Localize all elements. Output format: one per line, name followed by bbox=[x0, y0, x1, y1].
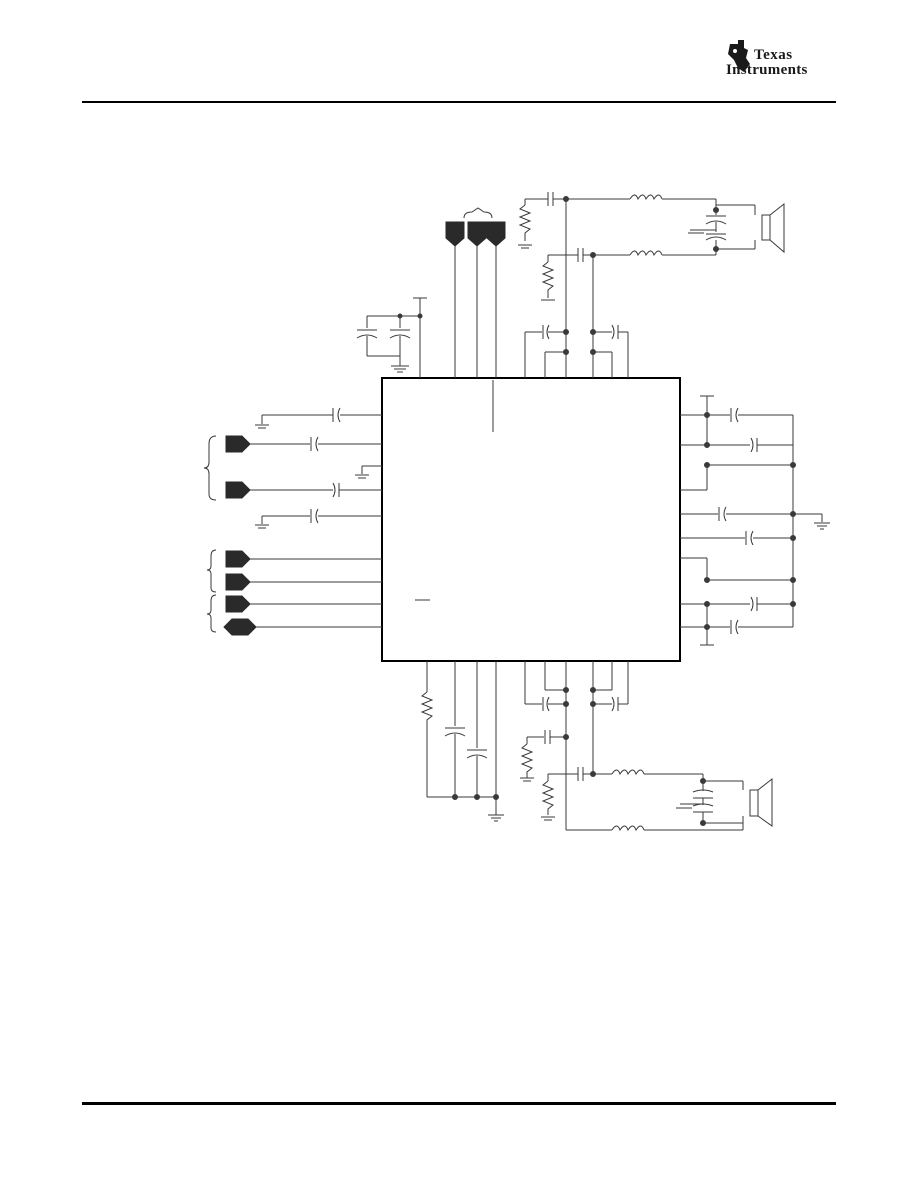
left-input-network bbox=[203, 407, 382, 633]
top-decoupling-caps bbox=[356, 297, 427, 378]
port-left-6-icon bbox=[223, 618, 257, 636]
port-left-4-icon bbox=[225, 573, 251, 591]
bottom-output-network bbox=[520, 661, 773, 832]
port-left-2-icon bbox=[225, 481, 251, 499]
top-speaker bbox=[761, 214, 771, 241]
brand-name-line1: Texas bbox=[754, 47, 793, 63]
header-rule bbox=[82, 101, 836, 103]
port-left-1-icon bbox=[225, 435, 251, 453]
bottom-left-network bbox=[420, 661, 504, 822]
amplifier-ic bbox=[381, 377, 681, 662]
top-output-network bbox=[518, 192, 785, 378]
top-input-ports bbox=[454, 207, 497, 378]
port-left-3-icon bbox=[225, 550, 251, 568]
port-top-2-icon bbox=[467, 221, 487, 247]
brand-name-line2: Instruments bbox=[726, 62, 808, 78]
input-port-glyphs bbox=[223, 221, 506, 636]
footer-rule bbox=[82, 1102, 836, 1105]
port-left-5-icon bbox=[225, 595, 251, 613]
port-top-1-icon bbox=[445, 221, 465, 247]
ti-logo-icon bbox=[728, 40, 750, 72]
bottom-speaker bbox=[749, 789, 759, 817]
port-top-3-icon bbox=[486, 221, 506, 247]
right-output-network bbox=[680, 395, 830, 646]
